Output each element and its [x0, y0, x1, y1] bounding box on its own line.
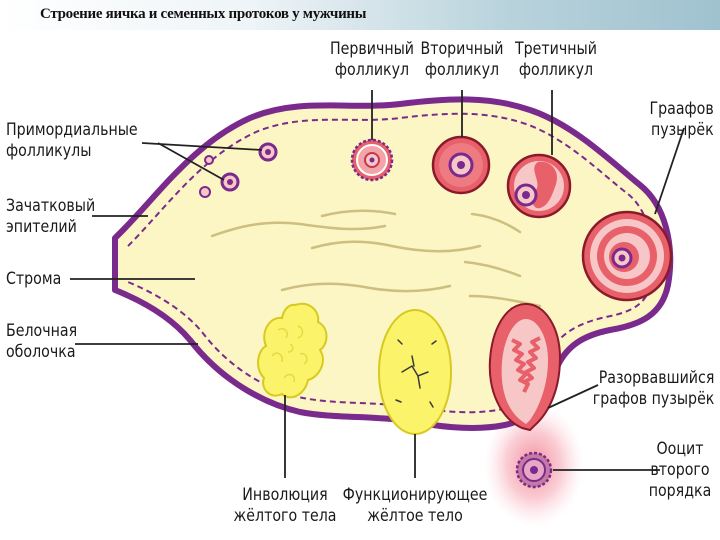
- graafian-follicle: [583, 212, 671, 300]
- primary-follicle: [352, 140, 392, 180]
- released-oocyte: [517, 453, 551, 487]
- label-secondary-follicle: Вторичный фолликул: [409, 38, 516, 80]
- label-secondary-oocyte: Ооцит второго порядка: [637, 438, 720, 501]
- label-ruptured-follicle: Разорвавшийся графов пузырёк: [592, 367, 714, 409]
- secondary-follicle: [433, 137, 489, 193]
- label-graafian-follicle: Граафов пузырёк: [650, 98, 714, 140]
- label-tertiary-follicle: Третичный фолликул: [503, 38, 610, 80]
- label-stroma: Строма: [6, 268, 61, 289]
- label-primordial-follicles: Примордиальные фолликулы: [6, 119, 138, 161]
- label-involution-corpus-luteum: Инволюция жёлтого тела: [216, 484, 354, 526]
- tertiary-follicle: [508, 155, 570, 217]
- label-functioning-corpus-luteum: Функционирующее жёлтое тело: [342, 484, 488, 526]
- label-tunica-albuginea: Белочная оболочка: [6, 320, 77, 362]
- label-germinal-epithelium: Зачатковый эпителий: [6, 195, 95, 237]
- functioning-corpus-luteum: [379, 310, 451, 434]
